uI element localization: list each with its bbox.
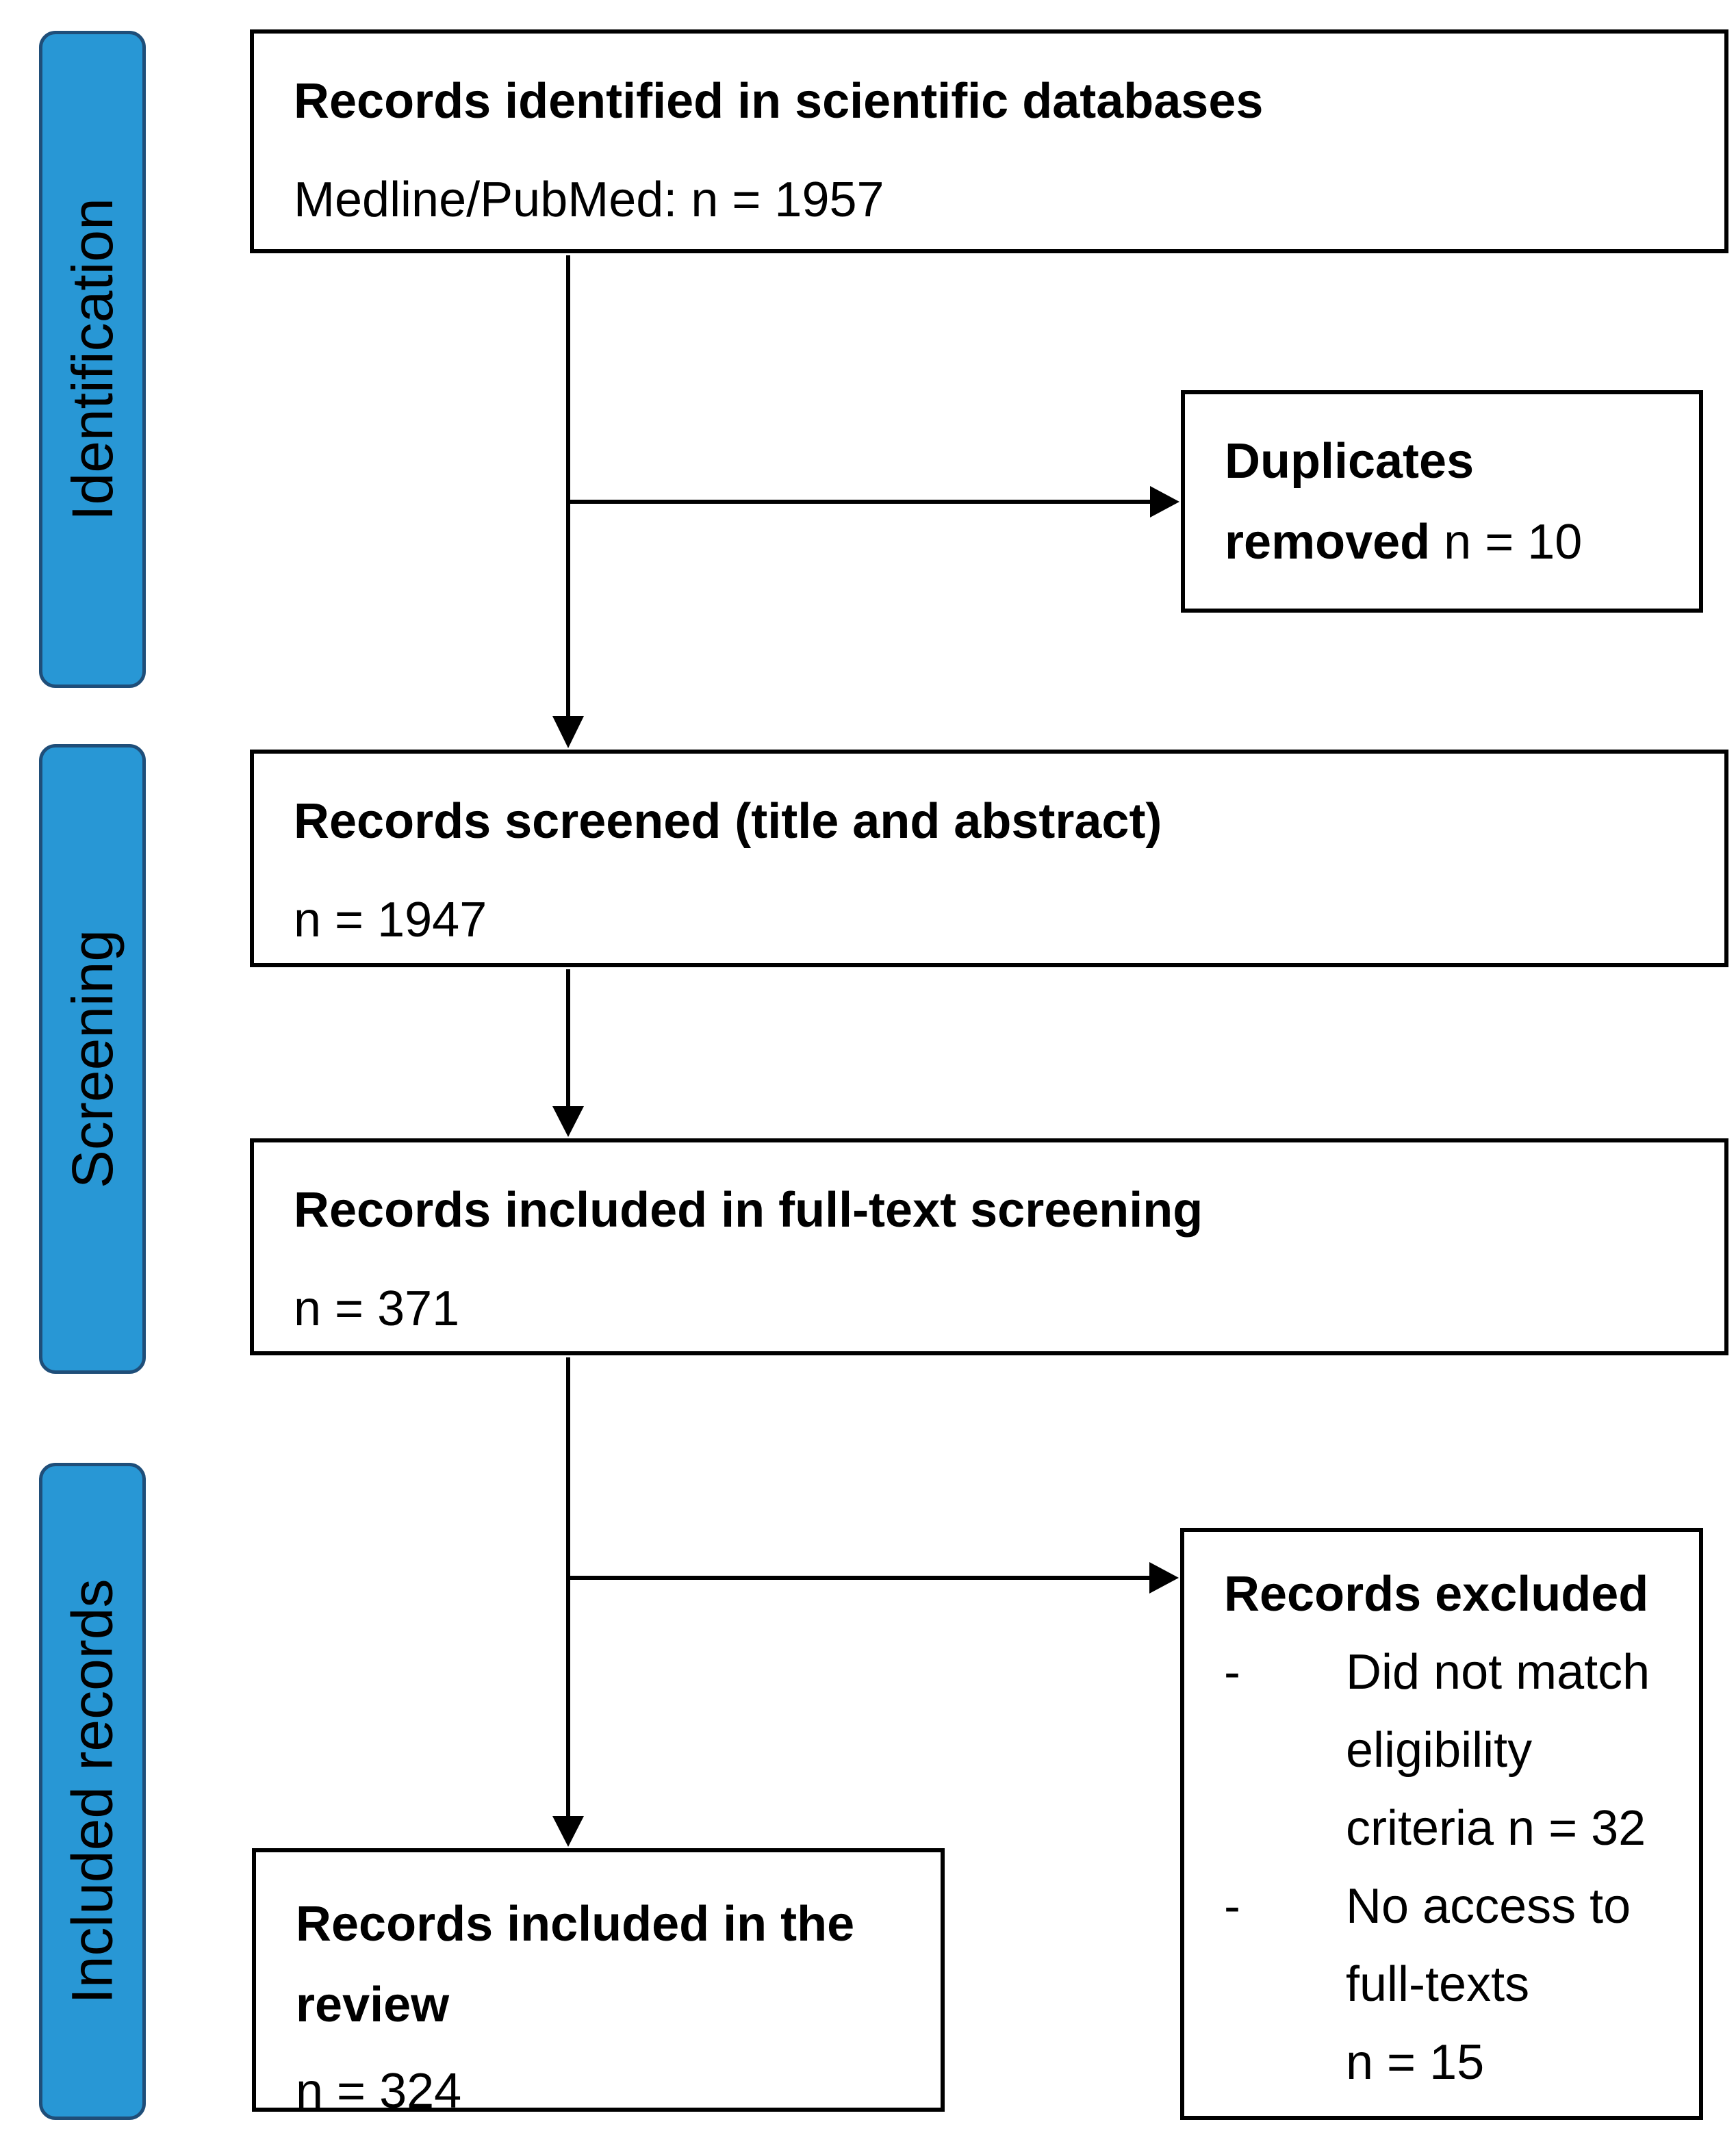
- records-excluded-title: Records excluded: [1224, 1567, 1649, 1622]
- records-included-review-title: Records included in the review: [296, 1897, 855, 2032]
- box-records-included-review-content: Records included in the review n = 324: [256, 1852, 941, 2132]
- stage-identification: Identification: [39, 31, 146, 688]
- records-screened-title: Records screened (title and abstract): [294, 794, 1162, 849]
- excluded-item-no-access: - No access to full-texts n = 15: [1224, 1867, 1678, 2101]
- box-records-excluded-content: Records excluded - Did not match eligibi…: [1184, 1532, 1699, 2101]
- arrowhead-right-excluded: [1149, 1562, 1179, 1594]
- arrowhead-down-screened: [552, 716, 584, 748]
- fulltext-screening-detail: n = 371: [294, 1281, 460, 1336]
- duplicates-removed-detail: n = 10: [1444, 514, 1583, 570]
- stage-screening-label: Screening: [60, 929, 125, 1189]
- box-fulltext-screening: Records included in full-text screening …: [250, 1138, 1728, 1355]
- arrow-lines: [566, 255, 1150, 1817]
- arrowhead-down-included: [552, 1816, 584, 1847]
- stage-identification-label: Identification: [60, 198, 125, 521]
- stage-included-records-label: Included records: [60, 1578, 125, 2004]
- excluded-item-eligibility-text: Did not match eligibility criteria n = 3…: [1346, 1645, 1650, 1856]
- fulltext-screening-title: Records included in full-text screening: [294, 1183, 1203, 1238]
- records-screened-detail: n = 1947: [294, 893, 487, 947]
- excluded-item-no-access-text: No access to full-texts n = 15: [1346, 1879, 1631, 2090]
- records-identified-detail: Medline/PubMed: n = 1957: [294, 172, 884, 227]
- stage-screening: Screening: [39, 744, 146, 1374]
- excluded-item-eligibility: - Did not match eligibility criteria n =…: [1224, 1633, 1678, 1867]
- records-included-review-detail: n = 324: [296, 2064, 462, 2119]
- stage-included-records: Included records: [39, 1463, 146, 2120]
- box-records-identified-content: Records identified in scientific databas…: [254, 34, 1724, 240]
- arrowhead-down-fulltext: [552, 1106, 584, 1137]
- excluded-item-eligibility-dash: -: [1224, 1645, 1240, 1700]
- duplicates-removed-text: Duplicates removed n = 10: [1185, 421, 1608, 583]
- excluded-item-no-access-dash: -: [1224, 1879, 1240, 1934]
- box-fulltext-screening-content: Records included in full-text screening …: [254, 1142, 1724, 1349]
- records-identified-title: Records identified in scientific databas…: [294, 74, 1264, 129]
- box-records-included-review: Records included in the review n = 324: [252, 1848, 945, 2119]
- box-records-screened-content: Records screened (title and abstract) n …: [254, 754, 1724, 960]
- duplicates-removed-title: Duplicates removed: [1225, 433, 1475, 570]
- box-records-excluded: Records excluded - Did not match eligibi…: [1180, 1528, 1703, 2120]
- arrowhead-right-duplicates: [1150, 486, 1179, 517]
- box-duplicates-removed: Duplicates removed n = 10: [1181, 390, 1703, 613]
- box-records-identified: Records identified in scientific databas…: [250, 29, 1728, 253]
- box-records-screened: Records screened (title and abstract) n …: [250, 750, 1728, 967]
